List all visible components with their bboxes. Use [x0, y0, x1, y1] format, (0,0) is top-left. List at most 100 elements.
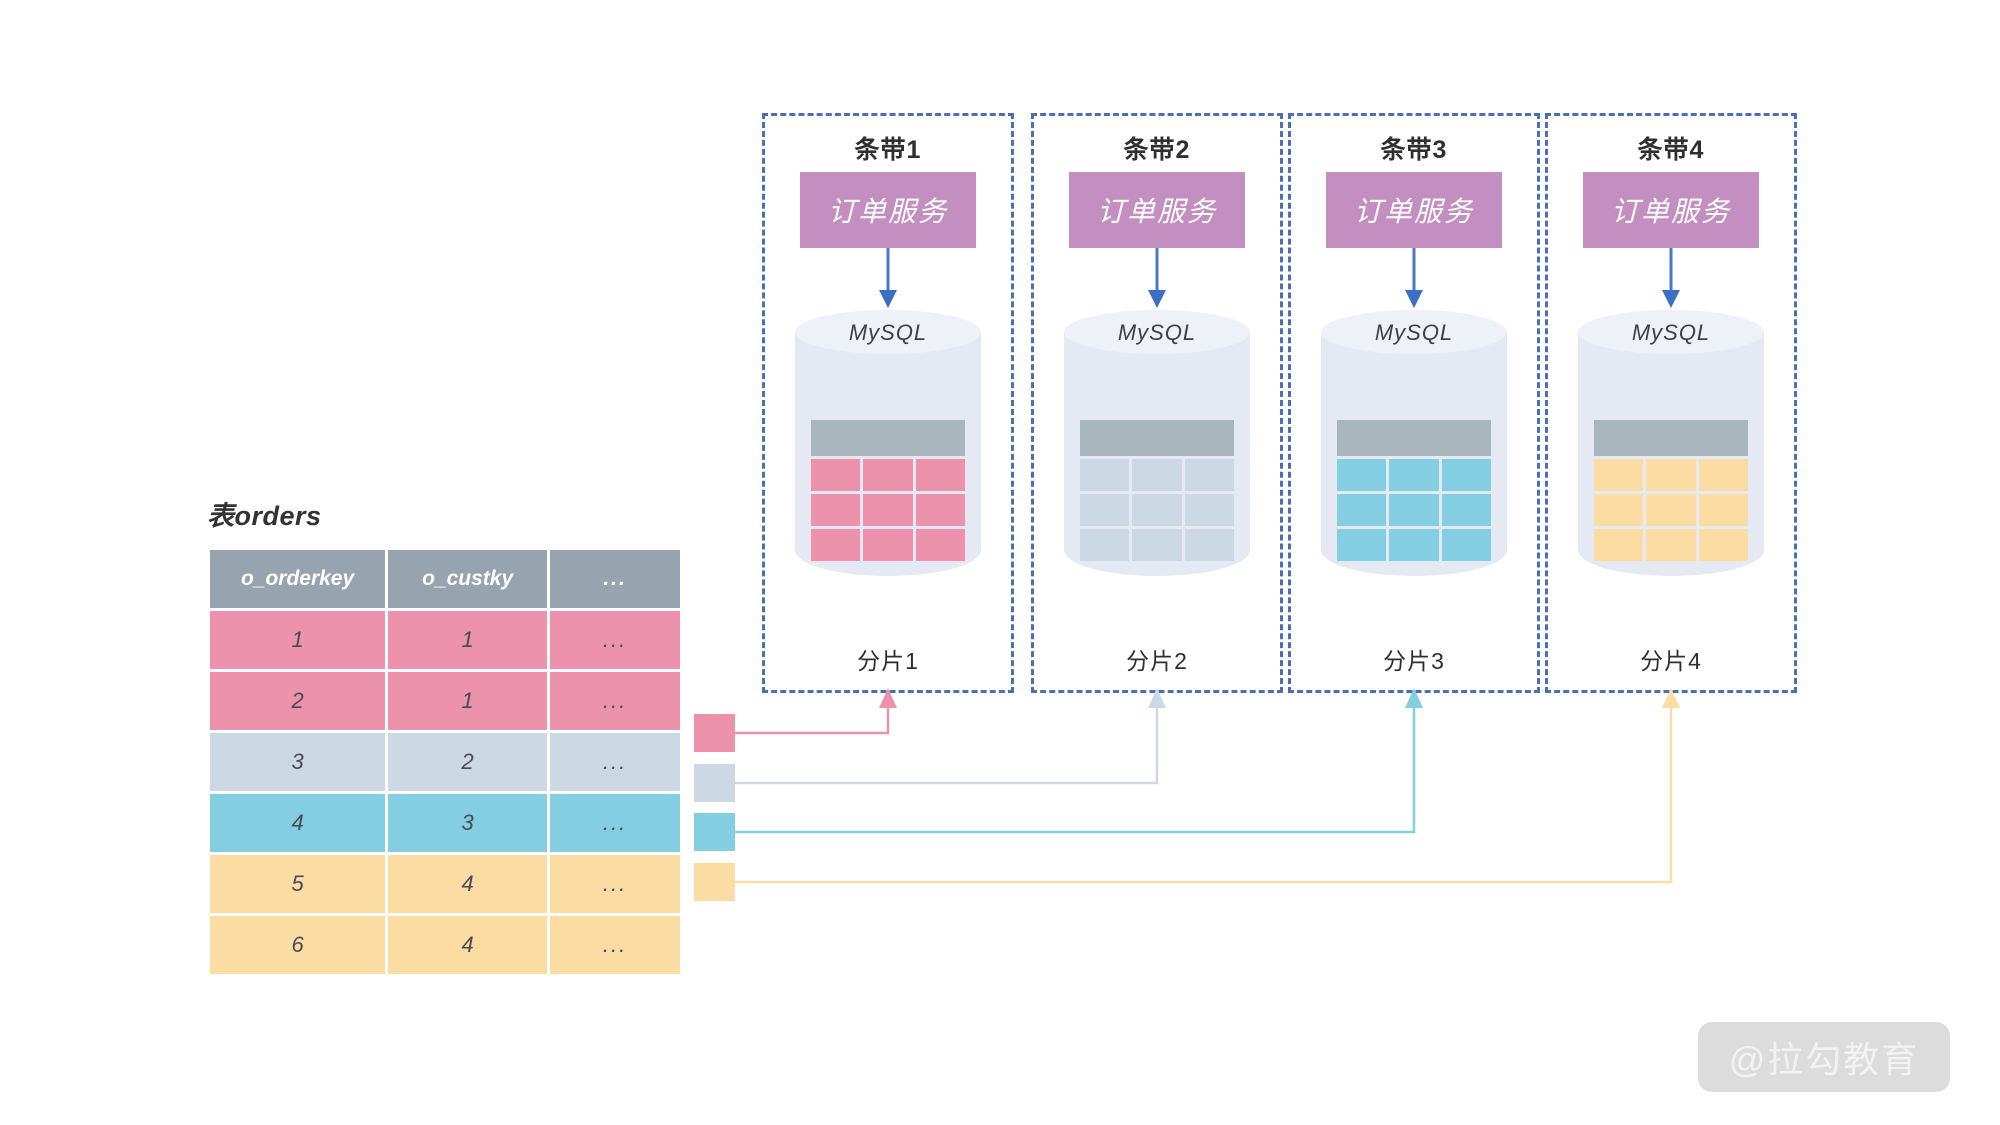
cell-more: ... — [602, 871, 628, 896]
table-row: 2 1 ... — [210, 672, 680, 730]
cylinder-top-ellipse — [795, 310, 981, 354]
mini-table-header — [811, 420, 965, 456]
cell-orderkey: 4 — [291, 810, 304, 835]
mysql-cylinder-3: MySQL — [1321, 310, 1507, 598]
mini-cell — [1698, 494, 1748, 526]
mini-cell — [915, 529, 965, 561]
cell-orderkey: 6 — [291, 932, 304, 957]
legend-swatch-cyan — [694, 813, 735, 851]
mini-cell — [915, 459, 965, 491]
mini-table-3 — [1337, 420, 1491, 564]
order-service-box-3[interactable]: 订单服务 — [1326, 172, 1502, 248]
cell-custky: 4 — [461, 871, 474, 896]
stripe-title-2: 条带2 — [1123, 136, 1191, 164]
service-to-db-arrow-3 — [1405, 248, 1423, 308]
shard-panel-1[interactable]: 条带1 订单服务 MySQL — [762, 113, 1014, 693]
mini-table-header — [1080, 420, 1234, 456]
table-row: 3 2 ... — [210, 733, 680, 791]
mini-cell — [1389, 459, 1439, 491]
watermark-badge: @拉勾教育 — [1698, 1022, 1950, 1092]
mini-table-1 — [811, 420, 965, 564]
mini-cell — [1594, 529, 1644, 561]
mini-table-4 — [1594, 420, 1748, 564]
mysql-cylinder-1: MySQL — [795, 310, 981, 598]
cell-orderkey: 2 — [291, 688, 304, 713]
stripe-title-4: 条带4 — [1637, 136, 1705, 164]
mini-cell — [1184, 459, 1234, 491]
cell-orderkey: 3 — [291, 749, 304, 774]
db-label-2: MySQL — [1117, 320, 1197, 345]
stripe-title-1: 条带1 — [854, 136, 922, 164]
connector-steel-to-shard-2 — [735, 688, 1166, 785]
mini-cell — [811, 459, 861, 491]
cylinder-top-ellipse — [1578, 310, 1764, 354]
order-service-box-2[interactable]: 订单服务 — [1069, 172, 1245, 248]
mini-table-row — [1080, 494, 1234, 526]
shard-panel-4[interactable]: 条带4 订单服务 MySQL — [1545, 113, 1797, 693]
cell-custky: 1 — [461, 627, 474, 652]
db-label-4: MySQL — [1631, 320, 1711, 345]
mini-cell — [1594, 459, 1644, 491]
mini-cell — [1337, 494, 1387, 526]
cylinder-top-ellipse — [1321, 310, 1507, 354]
connector-cyan-to-shard-3 — [735, 688, 1423, 834]
table-row: 5 4 ... — [210, 855, 680, 913]
table-row: 6 4 ... — [210, 916, 680, 974]
mini-cell — [1080, 529, 1130, 561]
mini-cell — [1441, 459, 1491, 491]
mini-cell — [1646, 529, 1696, 561]
mini-cell — [863, 529, 913, 561]
legend-swatch-amber — [694, 863, 735, 901]
shard-label-2: 分片2 — [1126, 648, 1188, 674]
table-caption: 表orders — [207, 501, 322, 531]
order-service-box-4[interactable]: 订单服务 — [1583, 172, 1759, 248]
mini-table-row — [1080, 529, 1234, 561]
column-header-o-custky: o_custky — [388, 550, 548, 608]
cell-more: ... — [602, 932, 628, 957]
mini-cell — [915, 494, 965, 526]
legend-swatch-pink — [694, 714, 735, 752]
cell-orderkey: 1 — [291, 627, 304, 652]
orders-table: o_orderkey o_custky ... 1 1 ... 2 1 ... … — [207, 547, 683, 977]
shard-panel-3[interactable]: 条带3 订单服务 MySQL — [1288, 113, 1540, 693]
mini-cell — [1337, 529, 1387, 561]
cell-custky: 4 — [461, 932, 474, 957]
mysql-cylinder-2: MySQL — [1064, 310, 1250, 598]
service-to-db-arrow-4 — [1662, 248, 1680, 308]
stripe-title-3: 条带3 — [1380, 136, 1448, 164]
mini-cell — [1698, 459, 1748, 491]
table-row: 1 1 ... — [210, 611, 680, 669]
mini-cell — [1441, 529, 1491, 561]
cell-more: ... — [602, 749, 628, 774]
shard-label-1: 分片1 — [857, 648, 919, 674]
column-header-more: ... — [550, 550, 680, 608]
cell-custky: 3 — [461, 810, 474, 835]
mini-cell — [1389, 494, 1439, 526]
mini-cell — [1184, 529, 1234, 561]
service-to-db-arrow-2 — [1148, 248, 1166, 308]
cell-more: ... — [602, 688, 628, 713]
order-service-box-1[interactable]: 订单服务 — [800, 172, 976, 248]
shard-panel-2[interactable]: 条带2 订单服务 MySQL — [1031, 113, 1283, 693]
cell-orderkey: 5 — [291, 871, 304, 896]
watermark-text: @拉勾教育 — [1728, 1039, 1920, 1080]
mini-table-row — [1594, 459, 1748, 491]
cell-custky: 1 — [461, 688, 474, 713]
mini-cell — [863, 459, 913, 491]
mini-cell — [1389, 529, 1439, 561]
mini-table-row — [1594, 529, 1748, 561]
mini-cell — [863, 494, 913, 526]
mini-table-row — [1337, 529, 1491, 561]
mini-table-header — [1337, 420, 1491, 456]
mini-cell — [1080, 459, 1130, 491]
mysql-cylinder-4: MySQL — [1578, 310, 1764, 598]
shard-label-3: 分片3 — [1383, 648, 1445, 674]
shard-label-4: 分片4 — [1640, 648, 1702, 674]
mini-cell — [1080, 494, 1130, 526]
mini-table-row — [1337, 494, 1491, 526]
legend-swatch-steel — [694, 764, 735, 802]
mini-table-row — [1080, 459, 1234, 491]
mini-table-row — [1594, 494, 1748, 526]
cell-more: ... — [602, 810, 628, 835]
